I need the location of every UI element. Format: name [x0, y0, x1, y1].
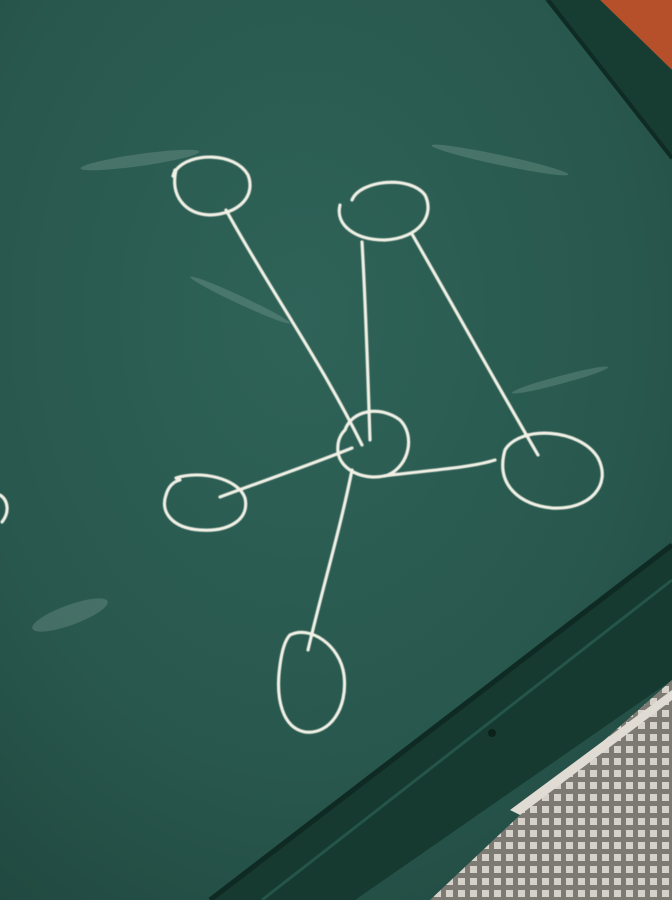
chalk-graph [0, 155, 604, 734]
top-frame-edge [546, 0, 672, 160]
top-middle-node [337, 180, 430, 242]
edge-center-top-middle [360, 240, 372, 442]
top-left-node [171, 155, 252, 217]
tray-lip [261, 578, 672, 900]
vent-frame [510, 690, 672, 815]
screw-icon [488, 729, 496, 737]
edge-center-right-low [382, 458, 497, 478]
chalk-smudges [32, 144, 609, 632]
left-node [163, 473, 248, 532]
edge-center-bottom [306, 468, 354, 652]
edge-center-right [410, 232, 540, 457]
edge-center-top-left [224, 208, 364, 447]
center-node [336, 409, 411, 479]
bottom-node [276, 630, 347, 734]
right-node [501, 431, 604, 510]
bottom-frame-edge [208, 543, 672, 900]
partial-node-left-edge [0, 493, 9, 524]
